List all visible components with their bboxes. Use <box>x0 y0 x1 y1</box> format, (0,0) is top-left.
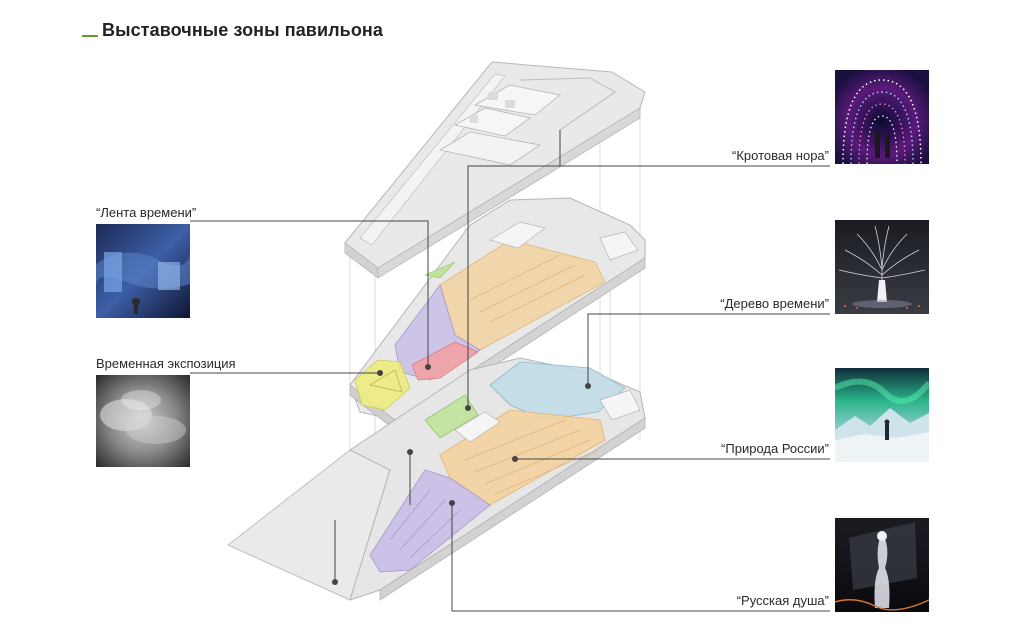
derevo-vremeni-image <box>835 220 929 314</box>
leader-dots <box>332 364 591 585</box>
russkaya-dusha-image <box>835 518 929 612</box>
leader-lines <box>190 130 830 612</box>
title-accent-line <box>82 35 98 37</box>
label-priroda-rossii: “Природа России” <box>721 441 829 456</box>
label-krotovaya-nora: “Кротовая нора” <box>732 148 829 163</box>
krotovaya-nora-image <box>835 70 929 164</box>
lenta-vremeni-image <box>96 224 190 318</box>
priroda-rossii-image <box>835 368 929 462</box>
label-russkaya-dusha: “Русская душа” <box>736 593 829 608</box>
level-bottom <box>227 357 646 601</box>
level-top <box>344 61 646 279</box>
vremennaya-ekspozitsiya-image <box>96 375 190 467</box>
label-derevo-vremeni: “Дерево времени” <box>720 296 829 311</box>
label-lenta-vremeni: “Лента времени” <box>96 205 197 220</box>
page-title: Выставочные зоны павильона <box>102 20 384 40</box>
page-header: Выставочные зоны павильона <box>82 20 383 41</box>
label-vremennaya-ekspozitsiya: Временная экспозиция <box>96 356 236 371</box>
